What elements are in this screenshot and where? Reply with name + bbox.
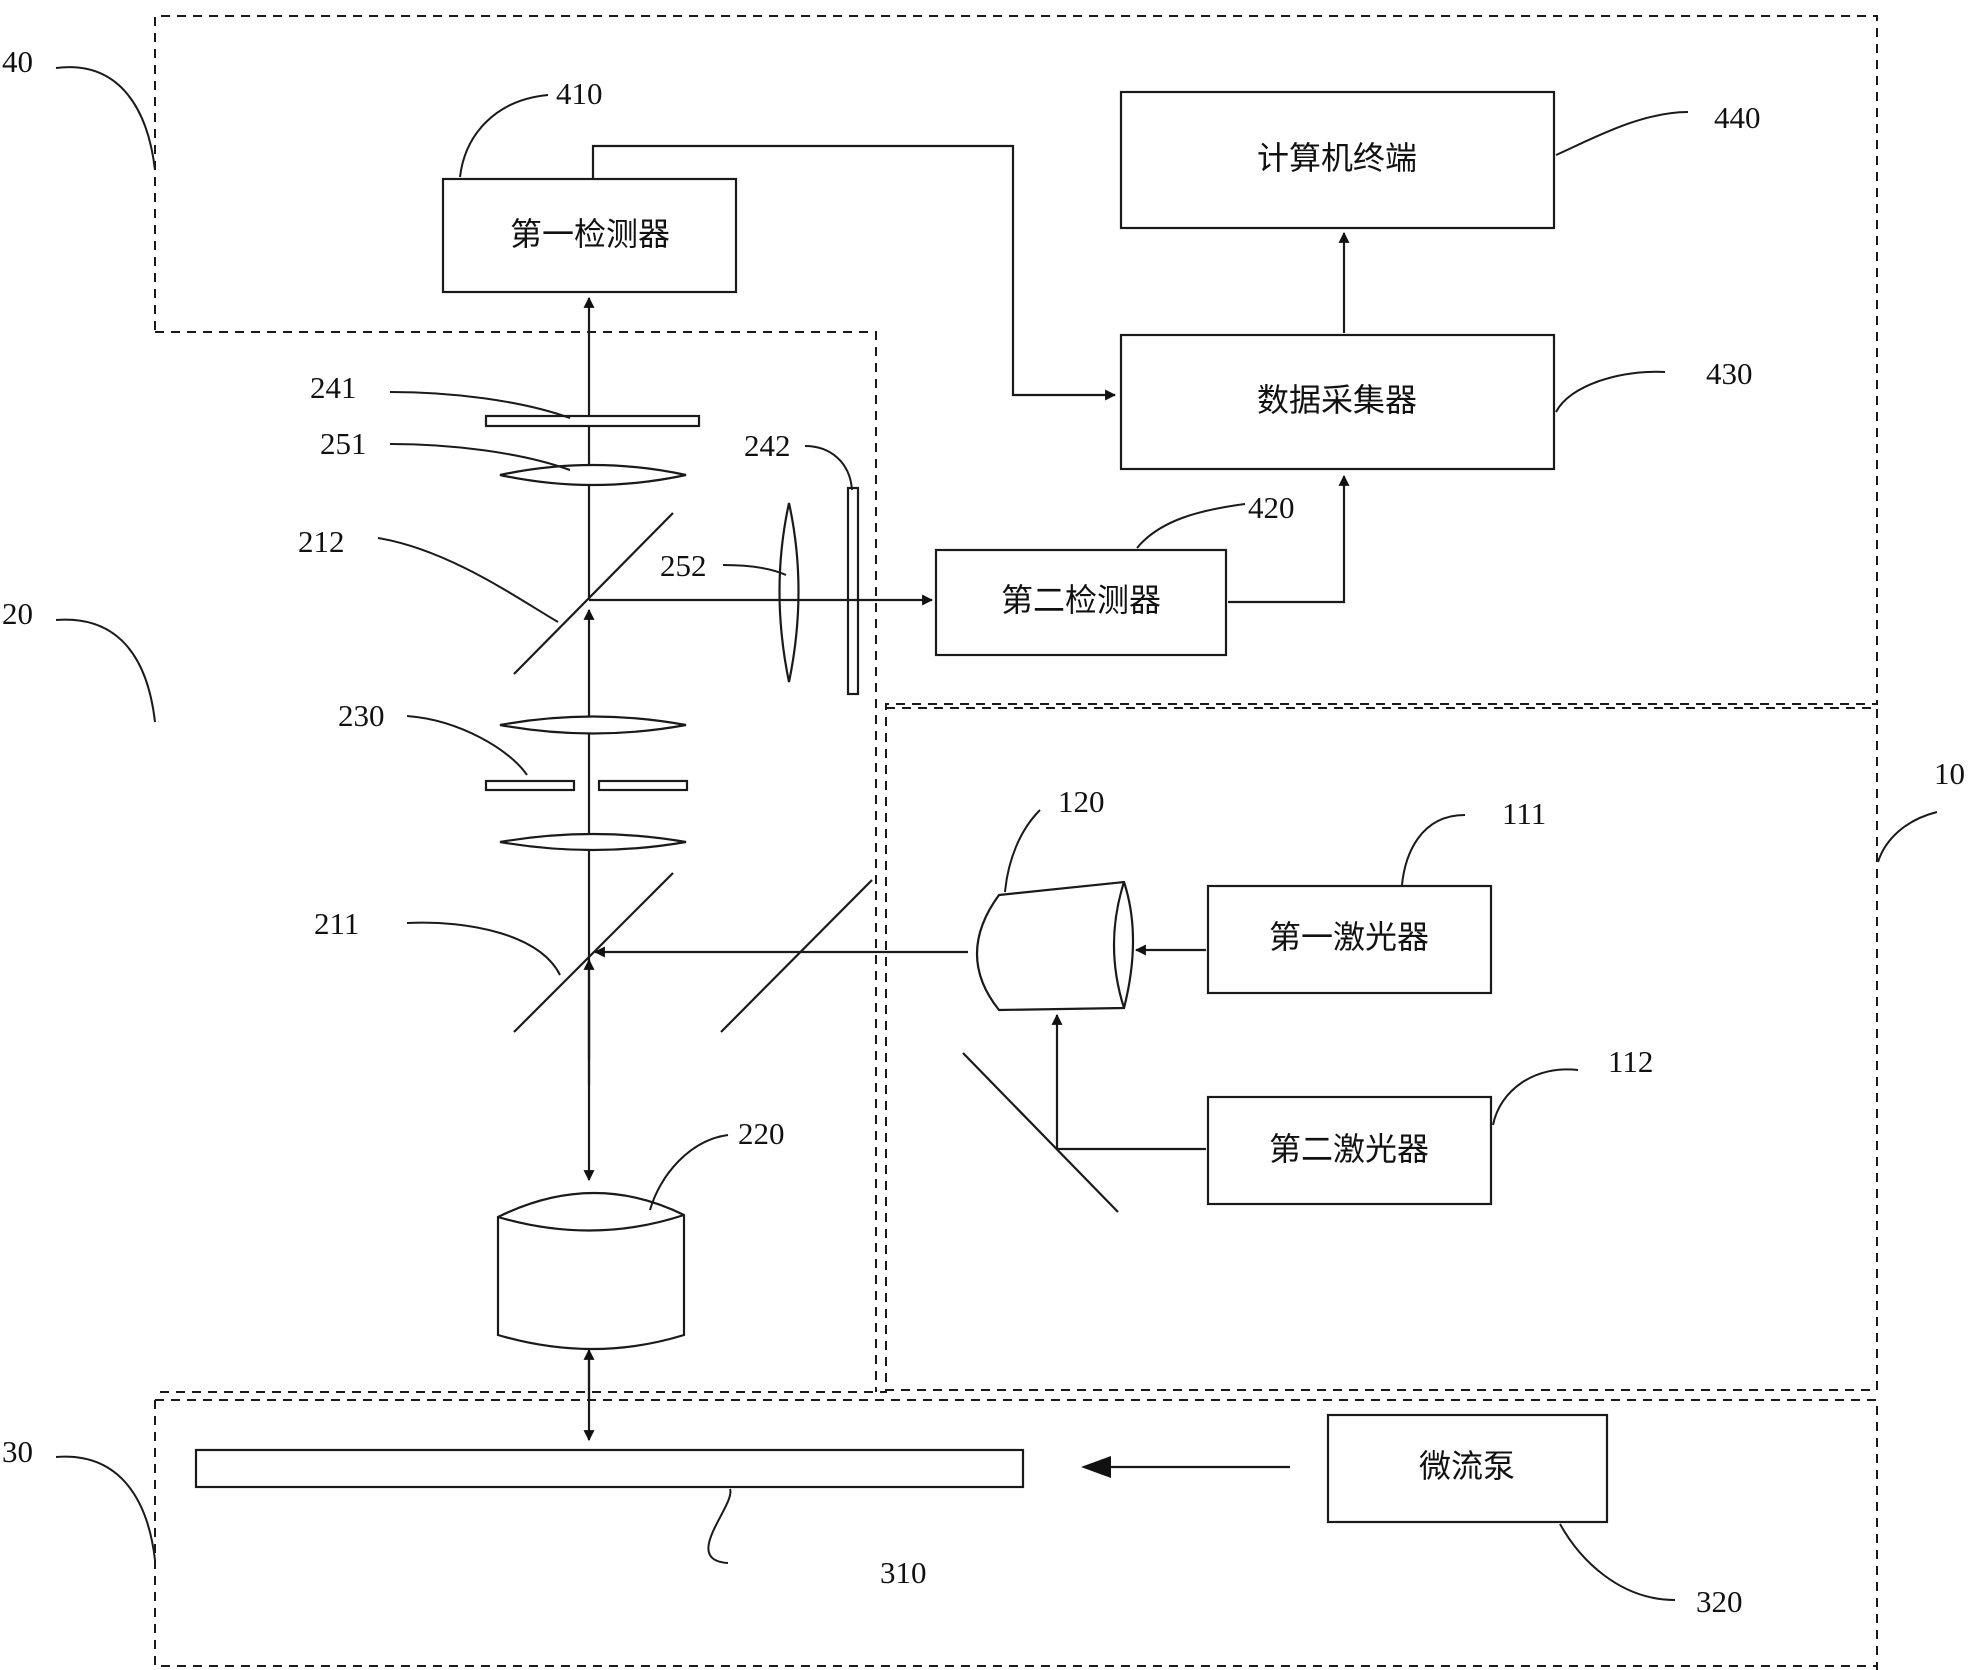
detector2-label: 第二检测器 (1001, 581, 1161, 619)
ref-410: 410 (556, 76, 603, 111)
ref-310: 310 (880, 1555, 927, 1590)
filter-242 (846, 486, 860, 696)
laser2-label: 第二激光器 (1269, 1130, 1429, 1168)
leader-111 (1401, 814, 1466, 886)
mirror-laser2 (962, 1052, 1119, 1213)
lens-230-upper (499, 715, 687, 735)
beam-expander-120-face (1112, 881, 1126, 1009)
leader-310 (707, 1488, 732, 1564)
leader-10 (1877, 811, 1938, 863)
leader-20 (55, 618, 156, 723)
leader-212 (377, 537, 559, 623)
leader-230 (406, 715, 528, 776)
leader-120 (1004, 809, 1041, 893)
ref-251: 251 (320, 426, 367, 461)
signal-detector1-to-collector (591, 144, 1117, 401)
ref-120: 120 (1058, 784, 1105, 819)
ref-112: 112 (1608, 1044, 1653, 1079)
beamsplitter-212 (513, 512, 674, 675)
beam-expander-120 (975, 880, 1135, 1012)
ref-40: 40 (2, 44, 33, 79)
leader-420 (1136, 503, 1246, 549)
leader-211 (406, 921, 561, 976)
leader-242 (804, 445, 853, 491)
ref-440: 440 (1714, 100, 1761, 135)
pump-label: 微流泵 (1419, 1447, 1515, 1485)
ref-20: 20 (2, 596, 33, 631)
objective-lens-220 (496, 1191, 686, 1351)
leader-lines (55, 66, 1938, 1601)
detector1-box: 第一检测器 (441, 177, 738, 294)
module-boundaries (154, 15, 1878, 1670)
ref-430: 430 (1706, 356, 1753, 391)
leader-410 (459, 94, 549, 178)
ref-420: 420 (1248, 490, 1295, 525)
lens-230-lower (499, 832, 687, 852)
filter-241 (484, 414, 701, 428)
leader-241 (389, 391, 571, 419)
ref-10: 10 (1934, 756, 1965, 791)
pinhole-230-right (597, 779, 689, 792)
ref-212: 212 (298, 524, 345, 559)
ref-230: 230 (338, 698, 385, 733)
laser1-box: 第一激光器 (1206, 884, 1493, 995)
laser2-box: 第二激光器 (1206, 1095, 1493, 1206)
leader-430 (1555, 370, 1666, 413)
reference-numerals: 40 20 30 10 410 440 430 420 241 251 242 … (2, 44, 1965, 1619)
terminal-label: 计算机终端 (1257, 139, 1417, 177)
ref-242: 242 (744, 428, 791, 463)
ref-320: 320 (1696, 1584, 1743, 1619)
module-30-boundary (154, 1399, 1878, 1670)
ref-30: 30 (2, 1434, 33, 1469)
pinhole-230-left (484, 779, 576, 792)
collector-label: 数据采集器 (1257, 381, 1417, 419)
leader-30 (55, 1455, 156, 1561)
ref-211: 211 (314, 906, 359, 941)
module-20-boundary (155, 331, 877, 1392)
lens-252 (778, 502, 800, 683)
ref-111: 111 (1502, 796, 1546, 831)
detector2-box: 第二检测器 (934, 548, 1228, 657)
leader-252 (722, 564, 787, 576)
leader-220 (649, 1134, 729, 1211)
lens-251 (499, 463, 687, 487)
signal-detector2-to-collector (1228, 474, 1350, 604)
leader-112 (1492, 1068, 1579, 1126)
leader-320 (1559, 1523, 1676, 1601)
ref-220: 220 (738, 1116, 785, 1151)
terminal-box: 计算机终端 (1119, 90, 1556, 230)
pump-box: 微流泵 (1326, 1413, 1609, 1524)
objective-lens-220-top (497, 1213, 685, 1232)
laser1-label: 第一激光器 (1269, 918, 1429, 956)
detector1-label: 第一检测器 (510, 215, 670, 253)
beamsplitter-211 (513, 872, 674, 1033)
module-40-boundary (154, 15, 1878, 1393)
flow-channel (194, 1448, 1025, 1489)
leader-40 (55, 66, 156, 171)
collector-box: 数据采集器 (1119, 333, 1556, 471)
ref-252: 252 (660, 548, 707, 583)
module-10-boundary (886, 707, 1878, 1391)
leader-440 (1555, 111, 1689, 156)
mirror-mid (720, 879, 873, 1033)
ref-241: 241 (310, 370, 357, 405)
leader-251 (389, 443, 571, 471)
